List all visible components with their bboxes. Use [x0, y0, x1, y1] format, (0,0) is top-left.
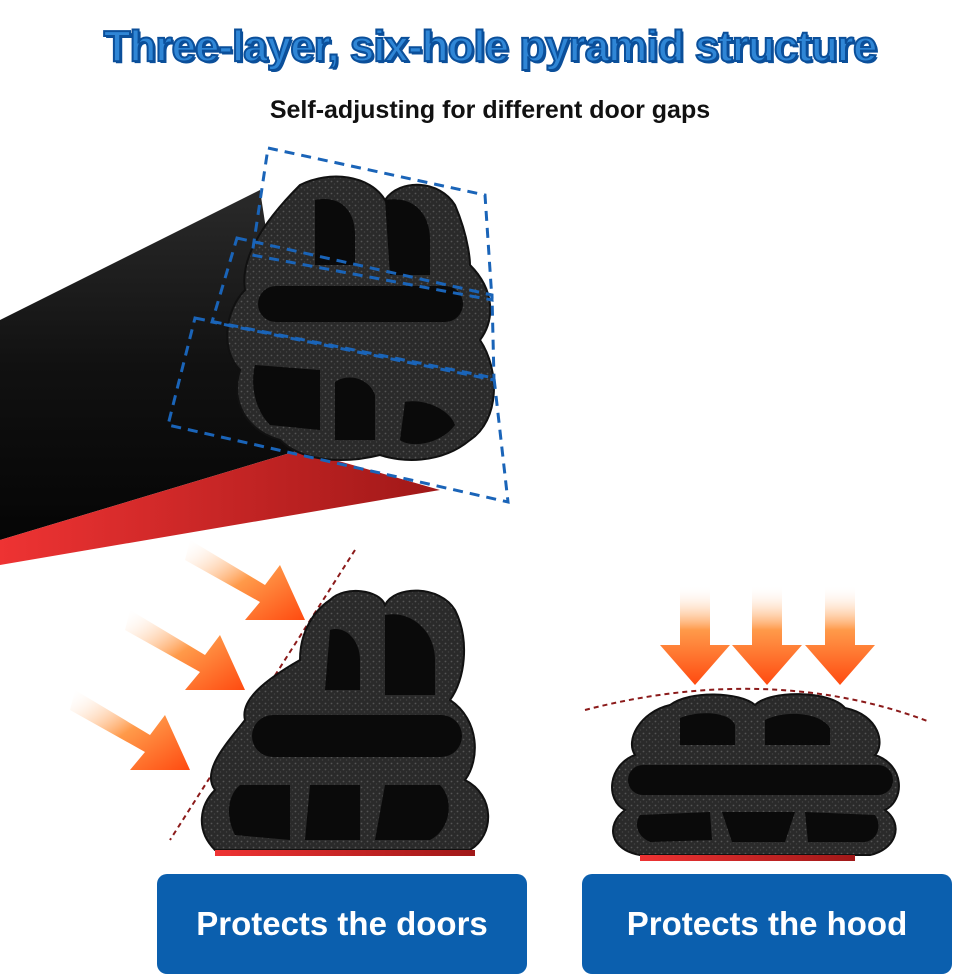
protects-doors-label: Protects the doors [157, 874, 527, 974]
arrow-icon [70, 690, 190, 770]
arrow-icon [125, 610, 245, 690]
arrow-icon [660, 585, 730, 685]
arrow-icon [805, 585, 875, 685]
page-title: Three-layer, six-hole pyramid structure [103, 21, 879, 72]
seal-strip-perspective [0, 146, 510, 565]
arrow-icon [185, 540, 305, 620]
arrow-icon [732, 585, 802, 685]
doors-illustration [70, 540, 490, 856]
protects-hood-label: Protects the hood [582, 874, 952, 974]
page-subtitle: Self-adjusting for different door gaps [269, 96, 711, 124]
hood-illustration [584, 585, 931, 861]
